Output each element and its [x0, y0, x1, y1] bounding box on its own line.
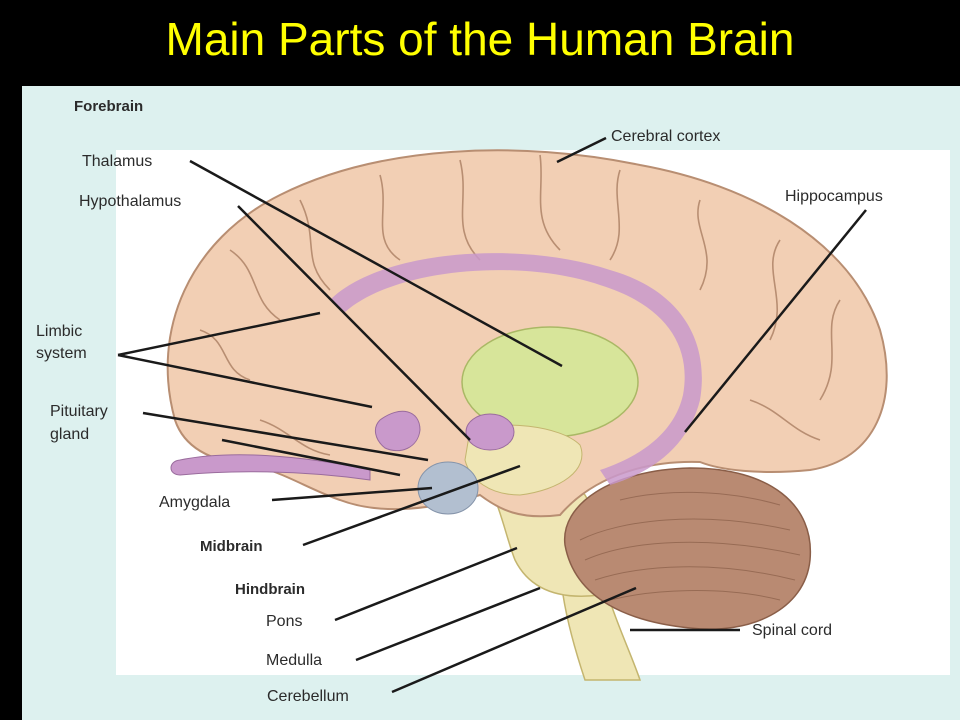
hypothalamus-shape: [465, 413, 515, 451]
limbic-leader-upper: [117, 311, 321, 357]
label-hippocampus: Hippocampus: [785, 188, 883, 205]
label-thalamus: Thalamus: [82, 153, 153, 170]
label-hypothalamus: Hypothalamus: [79, 193, 182, 210]
label-limbic-line2: system: [36, 345, 87, 362]
label-amygdala: Amygdala: [159, 494, 231, 511]
label-medulla: Medulla: [266, 652, 323, 669]
label-pituitary-line1: Pituitary: [50, 403, 108, 420]
slide-title: Main Parts of the Human Brain: [165, 13, 795, 65]
pituitary-leader-lower: [221, 438, 401, 477]
pituitary-shape: [374, 410, 421, 452]
amygdala-leader: [271, 486, 433, 502]
limbic-strip-shape: [170, 454, 371, 481]
cerebellum-leader: [391, 586, 637, 694]
limbic-arc-shape: [330, 253, 702, 485]
pons-leader: [334, 546, 518, 622]
midbrain-leader: [302, 464, 521, 547]
label-forebrain: Forebrain: [74, 98, 144, 115]
label-spinal-cord: Spinal cord: [752, 622, 833, 639]
label-pons: Pons: [266, 613, 303, 630]
label-limbic-line1: Limbic: [36, 323, 83, 340]
medulla-leader: [355, 586, 541, 662]
thalamus-leader: [189, 159, 563, 368]
pituitary-leader-upper: [142, 411, 429, 462]
label-hindbrain: Hindbrain: [235, 581, 305, 598]
label-pituitary-line2: gland: [50, 426, 90, 443]
cerebral-cortex-leader: [556, 136, 607, 164]
label-cerebral-cortex: Cerebral cortex: [611, 128, 721, 145]
hypothalamus-leader: [237, 205, 471, 441]
label-midbrain: Midbrain: [200, 538, 263, 555]
label-cerebellum: Cerebellum: [267, 688, 349, 705]
hippocampus-leader: [684, 209, 867, 433]
limbic-leader-lower: [117, 353, 373, 409]
